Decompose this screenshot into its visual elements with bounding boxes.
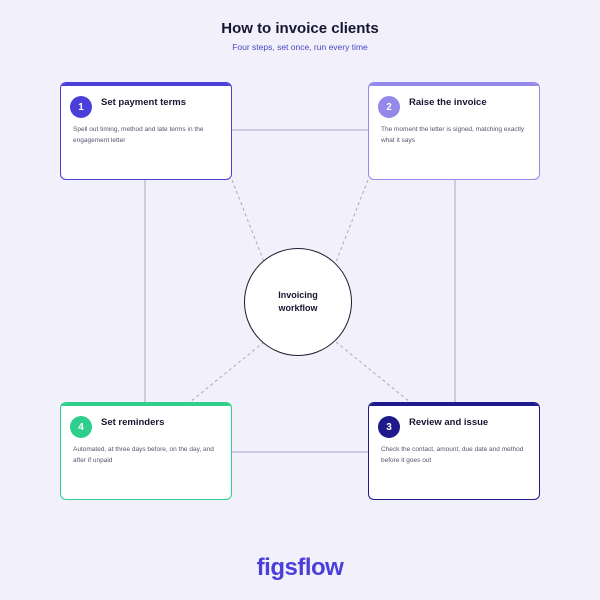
step-4-accent-bar <box>61 403 231 406</box>
step-card-2: 2 Raise the invoice The moment the lette… <box>368 82 540 180</box>
step-3-accent-bar <box>369 403 539 406</box>
step-2-accent-bar <box>369 83 539 86</box>
step-2-title: Raise the invoice <box>409 97 487 108</box>
step-4-number-badge: 4 <box>70 416 92 438</box>
spoke-4 <box>189 341 265 403</box>
spoke-3 <box>335 341 411 403</box>
step-3-title: Review and issue <box>409 417 489 428</box>
step-4-title: Set reminders <box>101 417 165 428</box>
step-1-accent-bar <box>61 83 231 86</box>
step-2-description: The moment the letter is signed, matchin… <box>381 126 525 144</box>
center-hub: Invoicing workflow <box>244 248 352 356</box>
step-3-number-badge: 3 <box>378 416 400 438</box>
brand-logo: figsflow <box>256 554 344 581</box>
step-1-description: Spell out timing, method and late terms … <box>73 126 204 144</box>
spoke-2 <box>335 179 369 263</box>
spoke-1 <box>231 179 265 263</box>
diagram-subtitle: Four steps, set once, run every time <box>232 42 368 52</box>
step-1-number-badge: 1 <box>70 96 92 118</box>
step-card-4: 4 Set reminders Automated, at three days… <box>60 402 232 500</box>
step-2-number-badge: 2 <box>378 96 400 118</box>
step-4-description: Automated, at three days before, on the … <box>73 446 214 464</box>
step-1-title: Set payment terms <box>101 97 187 108</box>
step-card-3: 3 Review and issue Check the contact, am… <box>368 402 540 500</box>
center-hub-label: Invoicing workflow <box>278 290 318 313</box>
step-3-description: Check the contact, amount, due date and … <box>381 446 524 464</box>
diagram-title: How to invoice clients <box>221 20 379 37</box>
step-card-1: 1 Set payment terms Spell out timing, me… <box>60 82 232 180</box>
